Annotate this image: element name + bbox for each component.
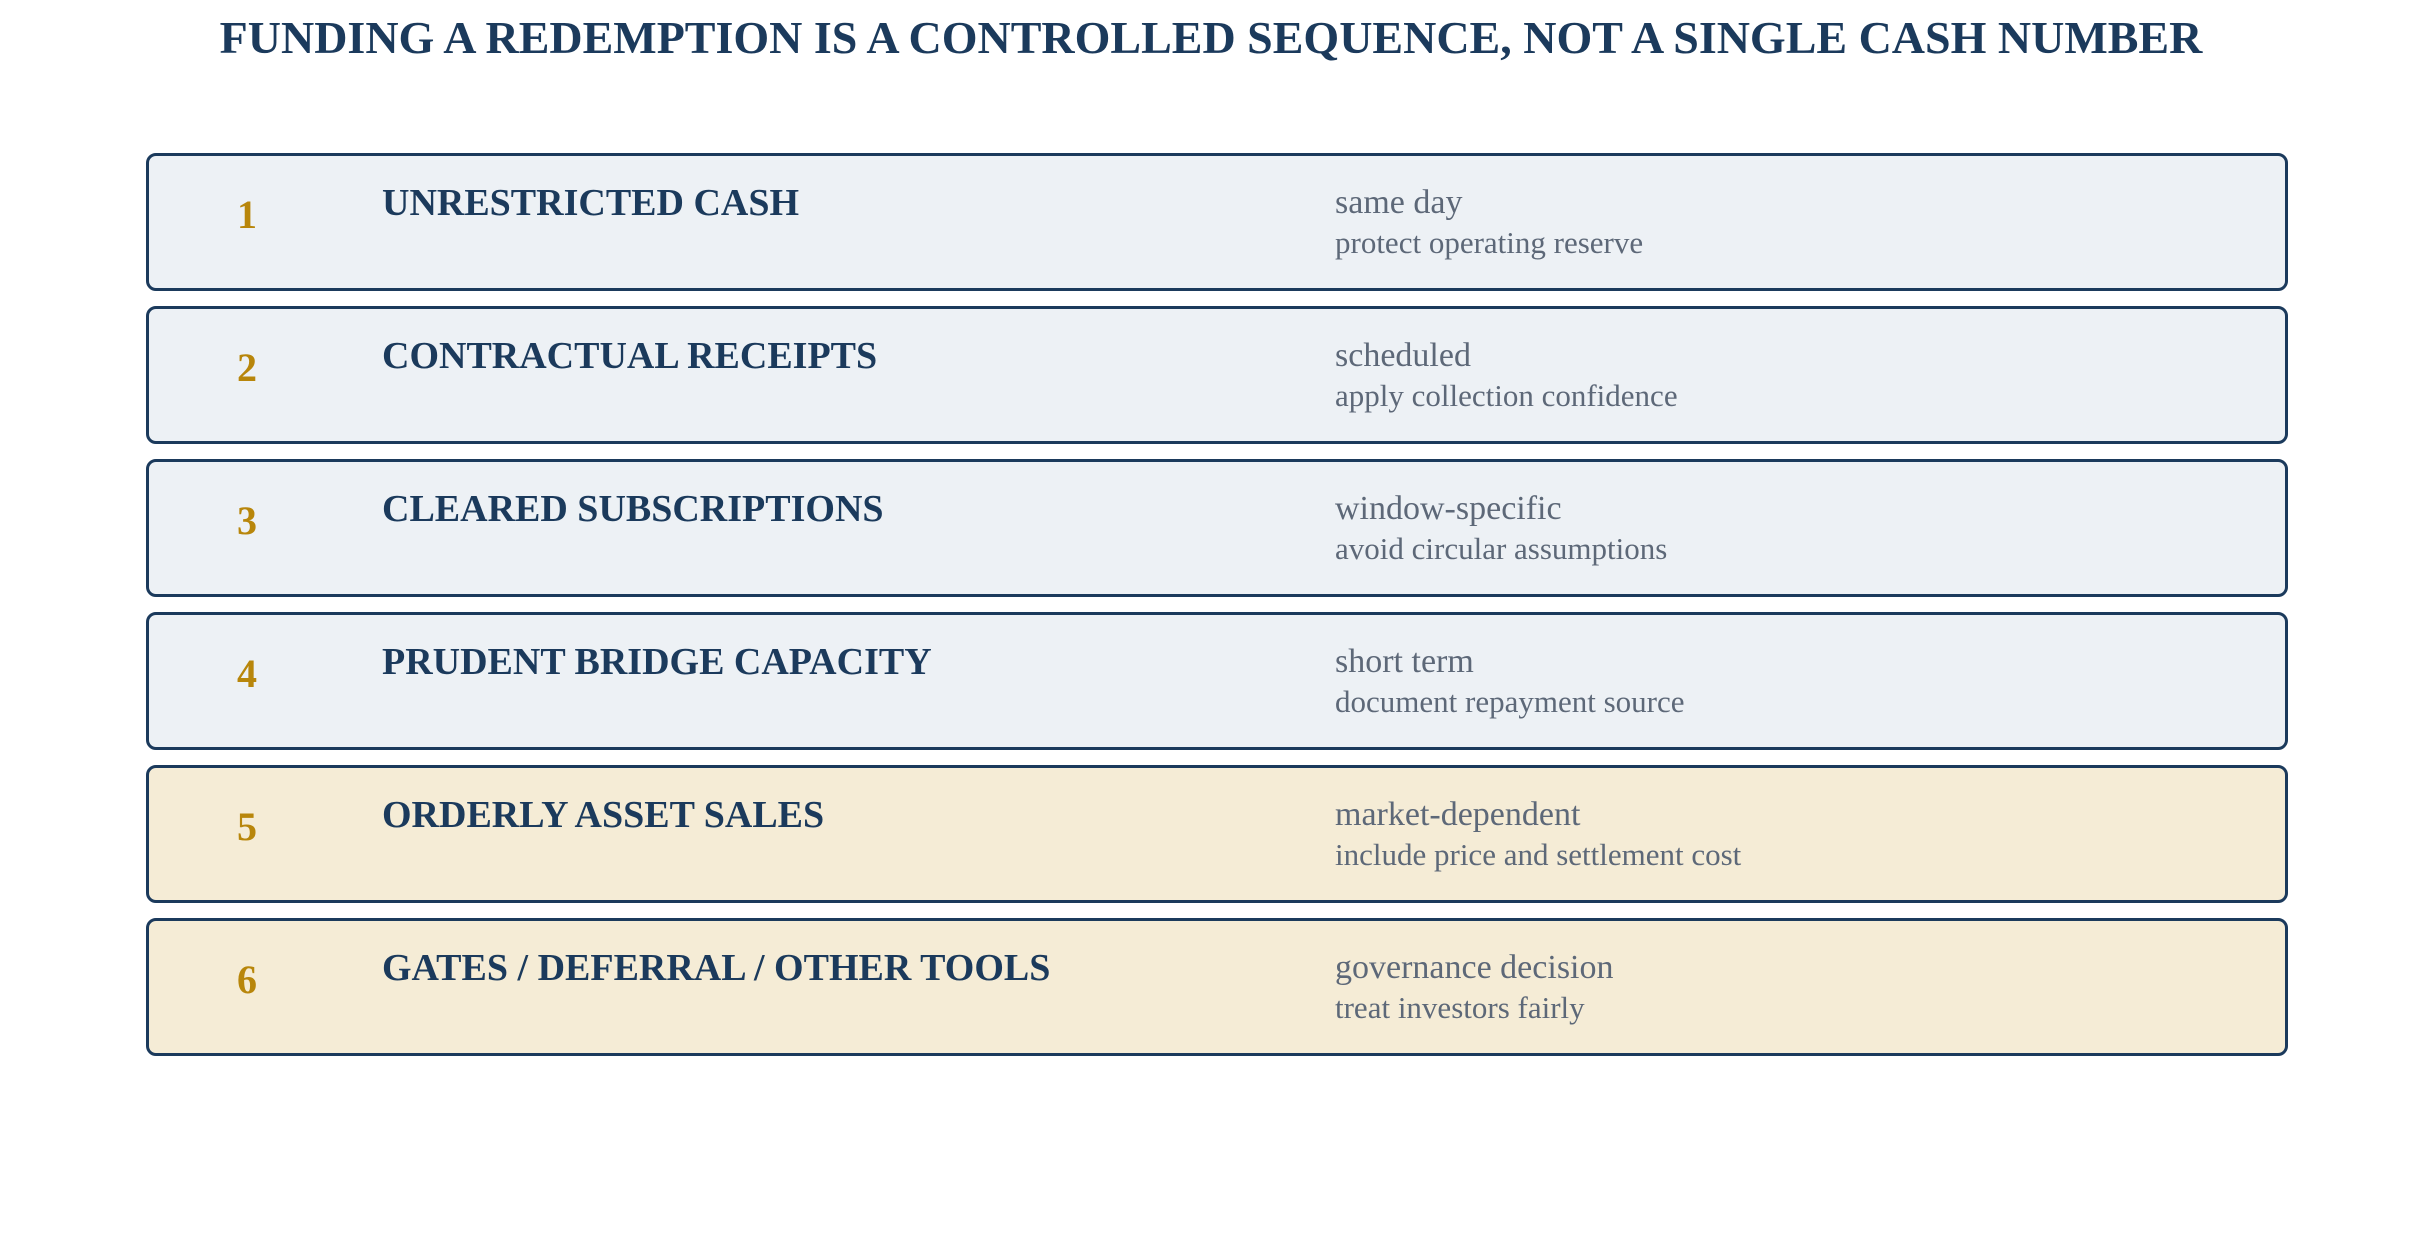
step-timing: short term <box>1335 643 1474 680</box>
sequence-step-1: 1 UNRESTRICTED CASH same day protect ope… <box>146 153 2288 291</box>
step-number: 6 <box>237 957 257 1002</box>
sequence-step-3: 3 CLEARED SUBSCRIPTIONS window-specific … <box>146 459 2288 597</box>
step-number: 5 <box>237 804 257 849</box>
step-timing: market-dependent <box>1335 796 1581 833</box>
sequence-step-4: 4 PRUDENT BRIDGE CAPACITY short term doc… <box>146 612 2288 750</box>
step-label: CONTRACTUAL RECEIPTS <box>382 335 878 377</box>
step-label: UNRESTRICTED CASH <box>382 182 800 224</box>
step-timing: same day <box>1335 184 1463 221</box>
step-label: PRUDENT BRIDGE CAPACITY <box>382 641 932 683</box>
step-note: apply collection confidence <box>1335 378 1678 413</box>
diagram-title: FUNDING A REDEMPTION IS A CONTROLLED SEQ… <box>219 12 2203 63</box>
sequence-step-6: 6 GATES / DEFERRAL / OTHER TOOLS governa… <box>146 918 2288 1056</box>
funding-sequence: 1 UNRESTRICTED CASH same day protect ope… <box>146 153 2288 1071</box>
step-timing: governance decision <box>1335 949 1614 986</box>
step-number: 3 <box>237 498 257 543</box>
sequence-step-2: 2 CONTRACTUAL RECEIPTS scheduled apply c… <box>146 306 2288 444</box>
step-label: GATES / DEFERRAL / OTHER TOOLS <box>382 947 1051 989</box>
step-timing: window-specific <box>1335 490 1562 527</box>
step-label: CLEARED SUBSCRIPTIONS <box>382 488 884 530</box>
step-number: 4 <box>237 651 257 696</box>
step-note: treat investors fairly <box>1335 990 1585 1025</box>
step-number: 2 <box>237 345 257 390</box>
step-note: include price and settlement cost <box>1335 837 1742 872</box>
step-label: ORDERLY ASSET SALES <box>382 794 825 836</box>
step-note: document repayment source <box>1335 684 1685 719</box>
sequence-step-5: 5 ORDERLY ASSET SALES market-dependent i… <box>146 765 2288 903</box>
step-note: avoid circular assumptions <box>1335 531 1668 566</box>
step-number: 1 <box>237 192 257 237</box>
step-timing: scheduled <box>1335 337 1471 374</box>
step-note: protect operating reserve <box>1335 225 1644 260</box>
